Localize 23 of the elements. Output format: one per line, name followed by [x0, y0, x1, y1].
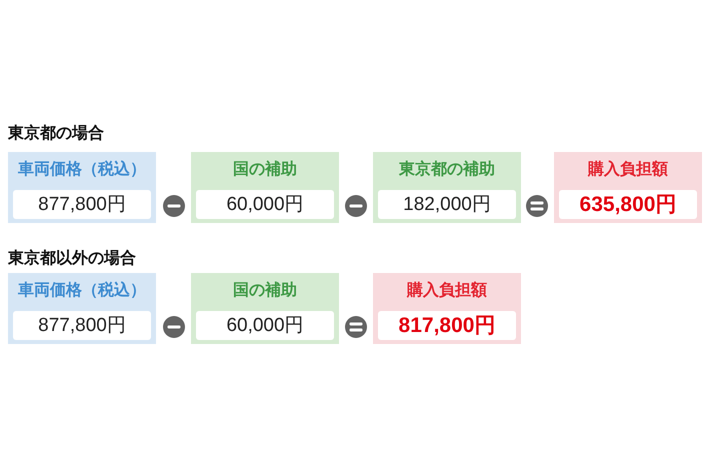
- amount-box: 817,800円: [378, 311, 516, 340]
- cost-panel: [191, 152, 339, 223]
- cost-panel: [373, 152, 521, 223]
- cost-panel: [8, 152, 156, 223]
- panel-heading: 購入負担額: [586, 160, 669, 180]
- amount-box: 182,000円: [378, 190, 516, 219]
- panel-heading: 車両価格（税込）: [17, 281, 147, 301]
- amount-box: 60,000円: [196, 190, 334, 219]
- panel-heading: 東京都の補助: [398, 160, 496, 180]
- cost-panel: [373, 273, 521, 344]
- amount-box: 635,800円: [559, 190, 697, 219]
- cost-panel: [554, 152, 702, 223]
- cost-panel: [191, 273, 339, 344]
- panel-heading: 国の補助: [232, 160, 298, 180]
- section-heading: 東京都以外の場合: [8, 249, 136, 269]
- amount-box: 877,800円: [13, 190, 151, 219]
- panel-heading: 国の補助: [232, 281, 298, 301]
- panel-heading: 購入負担額: [406, 281, 488, 301]
- amount-box: 877,800円: [13, 311, 151, 340]
- cost-panel: [8, 273, 156, 344]
- amount-box: 60,000円: [196, 311, 334, 340]
- panel-heading: 車両価格（税込）: [17, 160, 147, 180]
- section-heading: 東京都の場合: [8, 124, 104, 144]
